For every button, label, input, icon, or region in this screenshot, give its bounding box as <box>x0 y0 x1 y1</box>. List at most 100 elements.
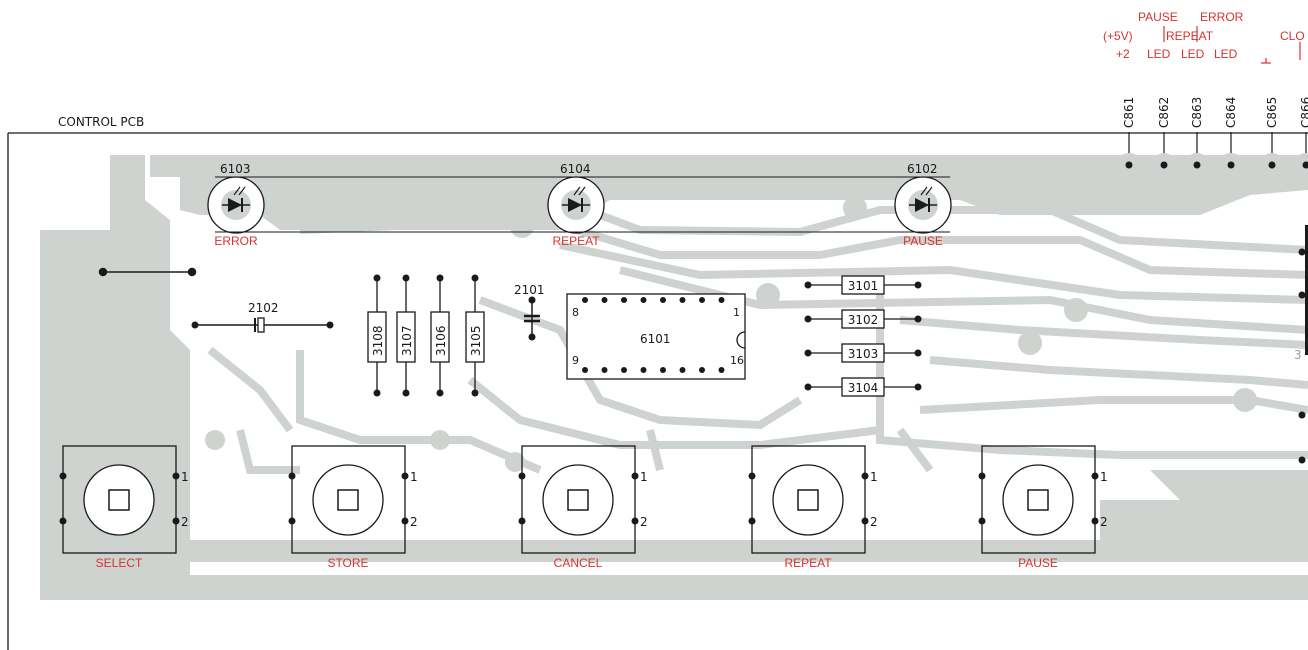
connector-label-repeat: REPEAT <box>1166 29 1214 43</box>
switch-pin-1-label: 1 <box>181 470 189 484</box>
switch-pin-2-label: 2 <box>1100 515 1108 529</box>
ic-pin <box>582 297 588 303</box>
board-title: CONTROL PCB <box>58 115 144 129</box>
ic-pin <box>601 297 608 303</box>
connector-pin-c864: C864 <box>1219 97 1243 177</box>
led-label: PAUSE <box>903 234 943 248</box>
vertical-resistors: 3108 3107 3106 3105 <box>367 274 485 397</box>
ic-pin <box>582 367 588 373</box>
capacitor-ref-2102: 2102 <box>248 301 279 315</box>
ic-pins <box>582 297 725 373</box>
capacitor-ref-2101: 2101 <box>514 283 545 297</box>
connector-label-led-2: LED <box>1181 47 1205 61</box>
led-bus-lines <box>215 176 950 233</box>
ic-pin-1-label: 1 <box>733 306 740 319</box>
led-label: REPEAT <box>552 234 600 248</box>
resistor-ref: 3105 <box>469 325 483 356</box>
led-ref: 6102 <box>907 162 938 176</box>
switch-pin-2-label: 2 <box>181 515 189 529</box>
connector-label-led-1: LED <box>1147 47 1171 61</box>
resistor-3102: 3102 <box>804 309 922 329</box>
connector-labels: PAUSE ERROR (+5V) REPEAT +2 LED LED LED … <box>1103 10 1305 64</box>
connector-label-clock: CLO <box>1280 29 1305 43</box>
ic-pin-16-label: 16 <box>730 354 744 367</box>
ic-ref: 6101 <box>640 332 671 346</box>
resistor-3108: 3108 <box>367 274 387 397</box>
ic-pin <box>660 297 666 303</box>
connector-pin-c862: C862 <box>1152 97 1176 177</box>
switch-pin-1-label: 1 <box>1100 470 1108 484</box>
switch-pin-2-label: 2 <box>870 515 878 529</box>
ic-pin-9-label: 9 <box>572 354 579 367</box>
led-ref: 6104 <box>560 162 591 176</box>
connector-pin-label: C864 <box>1224 97 1238 128</box>
connector-pin-c863: C863 <box>1185 97 1209 177</box>
ic-pin <box>601 367 608 373</box>
resistor-3105: 3105 <box>465 274 485 397</box>
resistor-3103: 3103 <box>804 343 922 363</box>
connector-pins: C861 C862 C863 C864 C865 C866 <box>1117 97 1308 177</box>
ic-pin <box>718 297 725 303</box>
ic-pin <box>718 367 725 373</box>
ic-pin <box>660 367 666 373</box>
ic-pin <box>640 367 647 373</box>
connector-pin-label: C861 <box>1122 97 1136 128</box>
switch-label: PAUSE <box>1018 556 1058 570</box>
connector-pin-label: C866 <box>1299 97 1308 128</box>
switch-label: CANCEL <box>554 556 603 570</box>
connector-pin-c861: C861 <box>1117 97 1141 177</box>
connector-label-plus2: +2 <box>1116 47 1130 61</box>
connector-label-leaders <box>1163 26 1301 64</box>
resistor-ref: 3108 <box>371 325 385 356</box>
switch-label: STORE <box>327 556 368 570</box>
led-ref: 6103 <box>220 162 251 176</box>
switch-pin-2-label: 2 <box>410 515 418 529</box>
connector-label-error: ERROR <box>1200 10 1244 24</box>
resistor-ref: 3107 <box>400 325 414 356</box>
resistor-3104: 3104 <box>804 377 922 397</box>
connector-pin-label: C863 <box>1190 97 1204 128</box>
resistor-ref: 3102 <box>848 313 879 327</box>
connector-pin-c866: C866 <box>1294 97 1308 177</box>
ic-pin <box>621 367 627 373</box>
edge-partial-text: 3 <box>1294 348 1302 362</box>
ic-pin <box>621 297 627 303</box>
capacitor-2102: 2102 <box>191 301 334 333</box>
jumper-wire <box>98 267 197 277</box>
ic-pin-8-label: 8 <box>572 306 579 319</box>
ic-6101: 6101 8 1 9 16 <box>566 293 746 380</box>
right-edge-pads: 3 <box>1294 225 1308 464</box>
resistor-3106: 3106 <box>430 274 450 397</box>
connector-pin-label: C865 <box>1265 97 1279 128</box>
capacitor-2101: 2101 <box>514 283 545 341</box>
horizontal-resistors: 3101 3102 3103 3104 <box>804 275 922 397</box>
ic-pin <box>699 367 705 373</box>
switch-pin-1-label: 1 <box>410 470 418 484</box>
ic-pin <box>699 297 705 303</box>
connector-label-led-3: LED <box>1214 47 1238 61</box>
resistor-3107: 3107 <box>396 274 416 397</box>
ic-pin <box>640 297 647 303</box>
connector-label-pause: PAUSE <box>1138 10 1178 24</box>
resistor-ref: 3104 <box>848 381 879 395</box>
board-outline <box>7 132 1308 650</box>
connector-pin-c865: C865 <box>1260 97 1284 177</box>
switch-label: REPEAT <box>784 556 832 570</box>
resistor-ref: 3103 <box>848 347 879 361</box>
resistor-ref: 3101 <box>848 279 879 293</box>
led-label: ERROR <box>214 234 258 248</box>
switch-pin-1-label: 1 <box>640 470 648 484</box>
resistor-3101: 3101 <box>804 275 922 295</box>
switch-label: SELECT <box>96 556 143 570</box>
